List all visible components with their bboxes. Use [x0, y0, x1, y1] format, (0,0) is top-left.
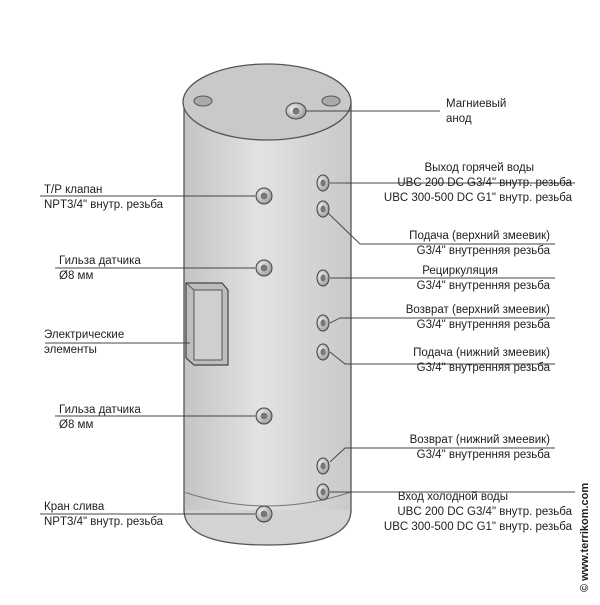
return-upper-port	[316, 314, 330, 332]
tank-bottom-rim	[183, 491, 352, 507]
cold-in-label: Вход холодной воды UBC 200 DC G3/4" внут…	[383, 491, 572, 533]
top-left-cap	[193, 95, 213, 107]
hot-out-port	[316, 174, 330, 192]
drain-port	[255, 505, 273, 523]
anode-port-inner	[292, 107, 300, 115]
feed-lower-label: Подача (нижний змеевик)G3/4" внутренняя …	[413, 347, 550, 374]
return-upper-label: Возврат (верхний змеевик)G3/4" внутрення…	[405, 304, 550, 331]
tank-top	[182, 63, 352, 141]
sensor-lower-port	[255, 407, 273, 425]
feed-lower-port	[316, 343, 330, 361]
feed-upper-port	[316, 200, 330, 218]
hot-out-label: Выход горячей воды UBC 200 DC G3/4" внут…	[383, 162, 572, 204]
return-lower-port	[316, 457, 330, 475]
recirc-port	[316, 269, 330, 287]
feed-upper-label: Подача (верхний змеевик)G3/4" внутренняя…	[409, 230, 550, 257]
top-right-cap	[321, 95, 341, 107]
return-lower-label: Возврат (нижний змеевик)G3/4" внутренняя…	[409, 434, 550, 461]
electric-elements-box	[185, 282, 229, 366]
leader-lines	[40, 110, 575, 515]
tp-valve-port	[255, 187, 273, 205]
tank-bottom	[183, 509, 352, 546]
cold-in-port	[316, 483, 330, 501]
sensor-upper-port	[255, 259, 273, 277]
watermark: © www.terrikom.com	[579, 482, 591, 592]
